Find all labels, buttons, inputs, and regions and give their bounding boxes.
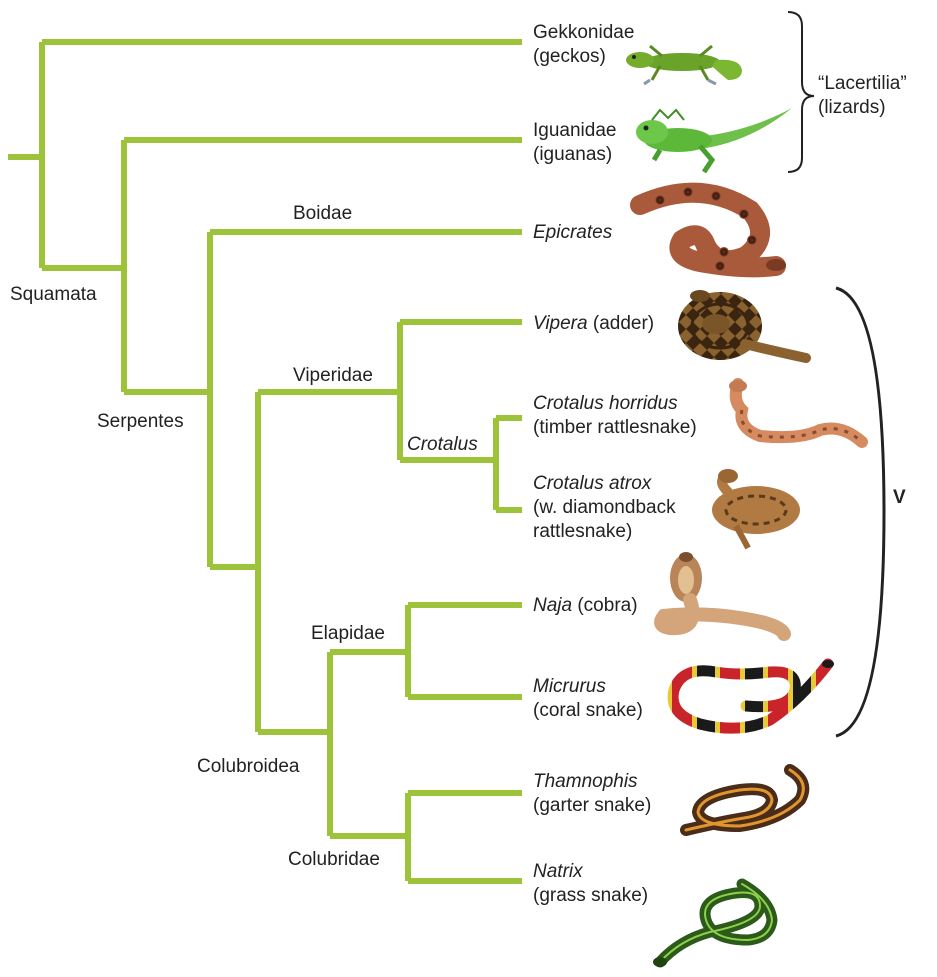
grass-snake-icon [653, 878, 778, 968]
venomous-bracket [835, 286, 886, 738]
crotalus-atrox-common-2: rattlesnake) [533, 521, 633, 542]
crotalus-horridus-common: (timber rattlesnake) [533, 417, 697, 438]
vipera-common: (adder) [587, 313, 655, 334]
clade-boidae: Boidae [293, 203, 353, 224]
micrurus-common: (coral snake) [533, 700, 643, 721]
lizards-brace [787, 11, 815, 173]
gecko-icon [626, 44, 742, 86]
thamnophis-common: (garter snake) [533, 795, 652, 816]
naja-name: Naja [533, 595, 573, 616]
iguanidae-common: (iguanas) [533, 144, 613, 165]
lacertilia-label-1: “Lacertilia” [818, 73, 907, 94]
tree-branches [8, 39, 522, 884]
micrurus-name: Micrurus [533, 676, 606, 697]
vipera-label: Vipera (adder) [533, 312, 654, 336]
thamnophis-name: Thamnophis [533, 771, 638, 792]
naja-label: Naja (cobra) [533, 594, 638, 618]
clade-colubroidea: Colubroidea [197, 756, 300, 777]
iguana-icon [636, 108, 792, 174]
venomous-label: V [893, 487, 906, 508]
naja-common: (cobra) [572, 595, 638, 616]
diamondback-icon [712, 469, 800, 550]
crotalus-atrox-common-1: (w. diamondback [533, 497, 676, 518]
vipera-name: Vipera [533, 313, 588, 334]
adder-icon [678, 290, 811, 363]
timber-rattlesnake-icon [729, 378, 868, 448]
epicrates-icon [630, 182, 786, 278]
clade-serpentes: Serpentes [97, 411, 184, 432]
crotalus-horridus-name: Crotalus horridus [533, 393, 678, 414]
crotalus-atrox-name: Crotalus atrox [533, 473, 652, 494]
iguanidae-name: Iguanidae [533, 120, 617, 141]
cobra-icon [654, 552, 791, 641]
gekkonidae-name: Gekkonidae [533, 22, 635, 43]
clade-colubridae: Colubridae [288, 849, 380, 870]
clade-viperidae: Viperidae [293, 365, 373, 386]
natrix-name: Natrix [533, 861, 583, 882]
clade-elapidae: Elapidae [311, 623, 385, 644]
natrix-common: (grass snake) [533, 885, 649, 906]
gekkonidae-common: (geckos) [533, 46, 606, 67]
clade-squamata: Squamata [10, 284, 97, 305]
clade-crotalus: Crotalus [407, 434, 478, 455]
coral-snake-icon [667, 658, 834, 734]
epicrates-name: Epicrates [533, 222, 613, 243]
lacertilia-label-2: (lizards) [818, 97, 886, 118]
garter-snake-icon [680, 764, 810, 836]
